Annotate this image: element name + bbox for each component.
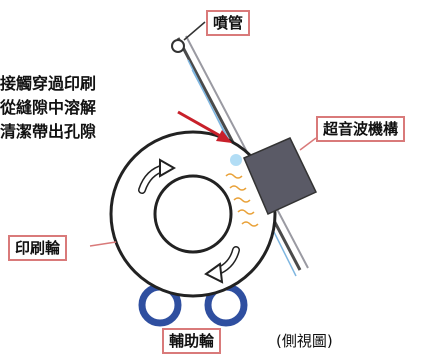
ultrasonic-label: 超音波機構 bbox=[316, 116, 406, 142]
print-wheel-leader-line bbox=[89, 241, 117, 247]
ultrasonic-waves-icon bbox=[225, 173, 259, 227]
side-view-caption: (側視圖) bbox=[276, 332, 333, 350]
print-wheel-hub bbox=[153, 174, 233, 254]
rotation-arrow-top-icon bbox=[138, 158, 177, 194]
ultrasonic-leader-line bbox=[299, 137, 317, 151]
print-wheel-label: 印刷輪 bbox=[8, 235, 68, 261]
nozzle-icon bbox=[171, 39, 185, 53]
contact-point bbox=[230, 154, 242, 166]
red-pointer-arrow-icon bbox=[177, 110, 232, 143]
aux-wheel-label: 輔助輪 bbox=[162, 328, 222, 354]
note-line-1: 接觸穿過印刷 bbox=[0, 74, 97, 93]
nozzle-pointer-line bbox=[183, 21, 206, 41]
rotation-arrow-bottom-icon bbox=[204, 246, 240, 284]
note-line-2: 從縫隙中溶解 bbox=[0, 98, 97, 117]
note-line-3: 清潔帶出孔隙 bbox=[0, 122, 97, 141]
nozzle-label: 噴管 bbox=[206, 10, 251, 36]
ultrasonic-block bbox=[243, 137, 318, 216]
